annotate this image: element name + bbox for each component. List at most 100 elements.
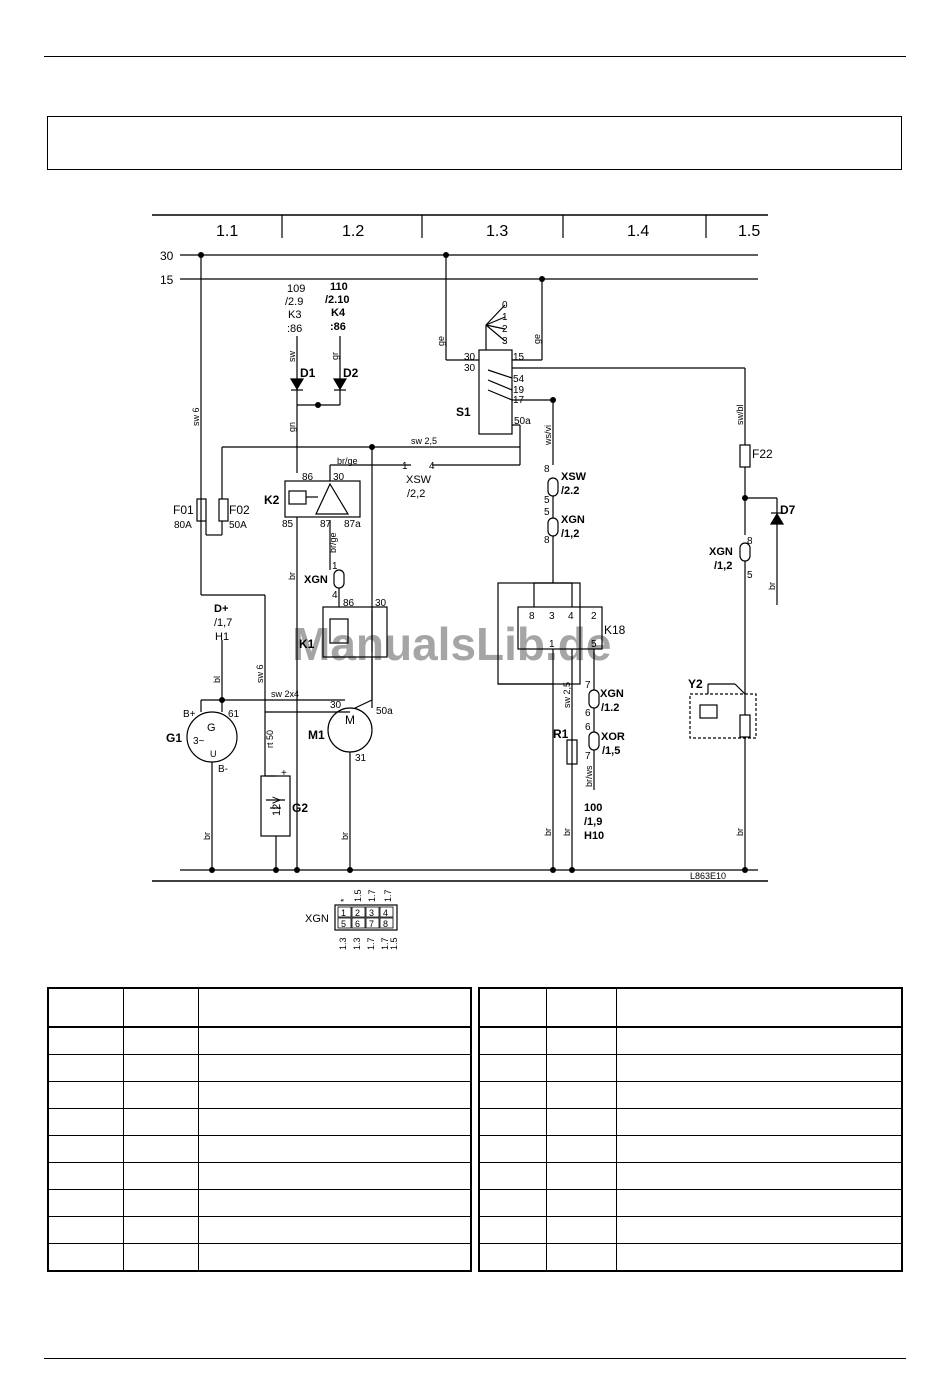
table-cell xyxy=(197,987,472,1028)
wire-brge-b: br/ge xyxy=(328,532,338,553)
motor-m: M xyxy=(345,713,355,727)
xgn-pin-4: 4 xyxy=(383,908,388,918)
value-f02: 50A xyxy=(229,520,247,531)
table-cell xyxy=(197,1189,472,1217)
table-cell xyxy=(615,1189,903,1217)
table-cell xyxy=(478,1081,547,1109)
wire-br-3: br xyxy=(340,832,350,840)
ref-xgn-d: XGN xyxy=(709,546,733,558)
ref-1-7: /1,7 xyxy=(214,617,232,629)
ref-xsw-a: XSW xyxy=(406,474,432,486)
table-cell xyxy=(47,1108,124,1136)
pin-m1-50a: 50a xyxy=(376,706,393,717)
table-row xyxy=(478,1054,903,1082)
table-cell xyxy=(197,1081,472,1109)
table-cell xyxy=(545,1054,617,1082)
ref-k3: K3 xyxy=(288,309,301,321)
pin-xsw-8: 8 xyxy=(544,464,550,475)
xgn-ref-t2: 1.5 xyxy=(353,889,363,902)
wire-br-7: br xyxy=(767,582,777,590)
pin-g1-bplus: B+ xyxy=(183,709,196,720)
pin-s1-2: 2 xyxy=(502,324,508,335)
table-row xyxy=(478,1189,903,1217)
table-cell xyxy=(197,1108,472,1136)
xgn-ref-t1: * xyxy=(339,898,349,902)
label-d2: D2 xyxy=(343,366,359,380)
label-y2: Y2 xyxy=(688,677,703,691)
table-cell xyxy=(122,1081,199,1109)
label-g2: G2 xyxy=(292,801,308,815)
table-cell xyxy=(545,1216,617,1244)
drawing-id: L863E10 xyxy=(690,871,726,881)
xgn-pin-5: 5 xyxy=(341,919,346,929)
xgn-ref-t4: 1.7 xyxy=(383,889,393,902)
pin-k2-87: 87 xyxy=(320,519,332,530)
xgn-ref-b4: 1.7 xyxy=(380,937,390,950)
table-row xyxy=(47,1162,472,1190)
ref-xgn-b: XGN xyxy=(304,574,328,586)
table-cell xyxy=(615,1135,903,1163)
table-cell xyxy=(197,1243,472,1272)
table-cell xyxy=(545,987,617,1028)
table-cell xyxy=(615,1243,903,1272)
label-r1: R1 xyxy=(553,727,569,741)
pin-k1-86: 86 xyxy=(343,598,355,609)
table-cell xyxy=(122,1108,199,1136)
table-cell xyxy=(545,1135,617,1163)
table-cell xyxy=(47,1135,124,1163)
pin-s1-15: 15 xyxy=(513,352,525,363)
pin-xgn-d8: 8 xyxy=(747,536,753,547)
wire-gr: gr xyxy=(330,352,340,360)
pin-s1-1: 1 xyxy=(502,312,508,323)
table-cell xyxy=(47,1216,124,1244)
ref-2-2-b: /2.2 xyxy=(561,485,579,497)
table-cell xyxy=(122,1135,199,1163)
pin-xgn-c7: 7 xyxy=(585,680,591,691)
ref-xgn-c: XGN xyxy=(600,688,624,700)
pin-g1-bminus: B- xyxy=(218,764,228,775)
xgn-pin-6: 6 xyxy=(355,919,360,929)
wire-sw25-b: sw 2,5 xyxy=(562,682,572,708)
bottom-rule xyxy=(44,1358,906,1359)
col-1-3: 1.3 xyxy=(486,223,508,240)
table-cell xyxy=(615,1162,903,1190)
table-row xyxy=(478,1162,903,1190)
watermark: ManualsLib.de xyxy=(292,618,611,670)
table-cell xyxy=(478,1189,547,1217)
pin-xor-7: 7 xyxy=(585,751,591,762)
table-row xyxy=(478,1026,903,1055)
wire-sw25-a: sw 2,5 xyxy=(411,436,437,446)
ref-2-9: /2.9 xyxy=(285,296,303,308)
pin-xsw-4: 4 xyxy=(429,461,435,472)
table-cell xyxy=(615,1108,903,1136)
table-cell xyxy=(545,1081,617,1109)
table-cell xyxy=(478,987,547,1028)
table-cell xyxy=(478,1162,547,1190)
table-cell xyxy=(197,1162,472,1190)
ref-h10: H10 xyxy=(584,830,604,842)
ref-dplus: D+ xyxy=(214,603,228,615)
wiring-diagram: 1.1 1.2 1.3 1.4 1.5 30 15 109 /2.9 K3 :8… xyxy=(152,214,796,950)
pin-s1-54: 54 xyxy=(513,374,525,385)
xgn-pin-7: 7 xyxy=(369,919,374,929)
table-row xyxy=(47,1216,472,1244)
table-cell xyxy=(478,1054,547,1082)
table-header-row xyxy=(478,987,903,1028)
xgn-ref-b3: 1.7 xyxy=(366,937,376,950)
label-k1: K1 xyxy=(299,637,315,651)
ref-110: 110 xyxy=(330,281,348,293)
wire-sw6-a: sw 6 xyxy=(191,407,201,426)
wire-ge-a: ge xyxy=(436,336,446,346)
xgn-pin-1: 1 xyxy=(341,908,346,918)
table-cell xyxy=(615,987,903,1028)
table-cell xyxy=(197,1026,472,1055)
ref-1-2-b: /1.2 xyxy=(601,702,619,714)
table-row xyxy=(478,1135,903,1163)
table-cell xyxy=(545,1243,617,1272)
ref-1-5: /1,5 xyxy=(602,745,620,757)
xgn-ref-b2: 1.3 xyxy=(352,937,362,950)
pin-s1-50a: 50a xyxy=(514,416,531,427)
pin-xgn-c6: 6 xyxy=(585,708,591,719)
label-k18: K18 xyxy=(604,623,626,637)
wire-gn: gn xyxy=(287,422,297,432)
